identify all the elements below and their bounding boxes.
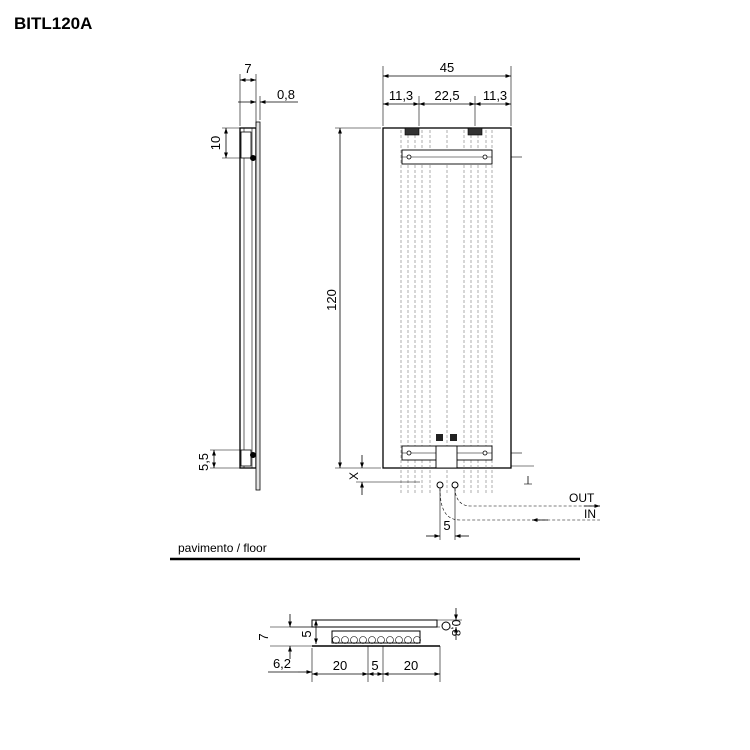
valve-left <box>436 434 443 441</box>
dim-top-offset: 0,8 <box>449 620 463 637</box>
valve-body <box>435 445 458 469</box>
dim-right-segment: 11,3 <box>483 88 507 103</box>
label-in: IN <box>584 507 596 521</box>
dim-pipe-spacing: 5 <box>443 518 450 533</box>
dim-bottom-bracket: 5,5 <box>196 453 211 471</box>
dim-left-segment: 11,3 <box>389 88 413 103</box>
label-out: OUT <box>569 491 595 505</box>
pipe-out-connection <box>436 481 444 489</box>
dim-side-offset: 0,8 <box>277 87 295 102</box>
dim-x: X <box>347 472 361 480</box>
wall-plate <box>255 121 261 491</box>
dim-side-depth: 7 <box>244 61 251 76</box>
front-view: 45 11,3 22,5 11,3 120 X OUT IN <box>324 60 600 540</box>
floor: pavimento / floor <box>170 541 580 561</box>
dim-height: 120 <box>324 289 339 311</box>
top-view-plate <box>311 619 438 628</box>
bottom-bracket <box>240 449 252 467</box>
top-hanger-right <box>467 127 483 136</box>
dim-top-seg-right: 20 <box>404 658 418 673</box>
dim-top-inner-depth: 5 <box>299 630 314 637</box>
hidden-tubes <box>400 130 493 495</box>
side-view: 7 0,8 10 5,5 <box>196 61 298 491</box>
top-hanger-left <box>404 127 420 136</box>
top-view-collector <box>331 630 421 644</box>
dim-top-depth: 7 <box>256 633 271 640</box>
product-title: BITL120A <box>14 14 93 33</box>
pipe-in-connection <box>451 481 459 489</box>
radiator-side-body <box>239 127 257 469</box>
dim-top-seg-mid: 5 <box>371 658 378 673</box>
dim-middle-segment: 22,5 <box>434 88 459 103</box>
floor-label: pavimento / floor <box>178 541 267 555</box>
dim-top-side-offset: 6,2 <box>273 656 291 671</box>
dim-top-bracket: 10 <box>208 136 223 150</box>
dim-top-seg-left: 20 <box>333 658 347 673</box>
valve-right <box>450 434 457 441</box>
dim-width: 45 <box>440 60 454 75</box>
top-bracket <box>240 131 252 159</box>
top-view: 7 5 0,8 6,2 20 5 20 <box>256 608 463 682</box>
